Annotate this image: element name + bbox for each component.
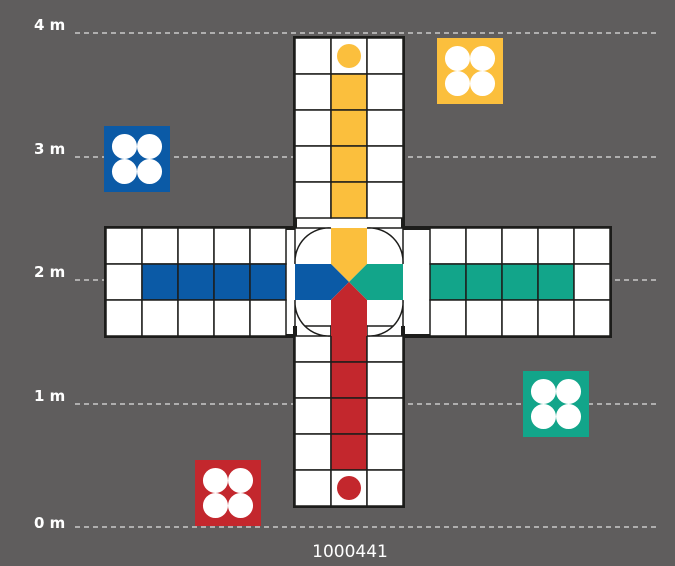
- track-square: [295, 110, 331, 146]
- track-square: [106, 228, 142, 264]
- scale-label-3m: 3 m: [34, 140, 65, 158]
- track-square: [295, 38, 331, 74]
- center-red-lane: [331, 300, 367, 336]
- track-square: [295, 398, 331, 434]
- track-square: [367, 146, 403, 182]
- die-pip: [556, 404, 581, 429]
- red-home-square: [331, 398, 367, 434]
- track-square: [466, 300, 502, 336]
- scale-label-4m: 4 m: [34, 16, 65, 34]
- red-home-square: [331, 434, 367, 470]
- track-square: [538, 228, 574, 264]
- die-pip: [137, 134, 162, 159]
- die-pip: [228, 493, 253, 518]
- die-pip: [203, 493, 228, 518]
- die-pip: [531, 379, 556, 404]
- blue-home-square: [178, 264, 214, 300]
- track-square: [295, 146, 331, 182]
- yellow-home-die: [437, 38, 503, 104]
- die-pip: [112, 159, 137, 184]
- track-square: [250, 228, 286, 264]
- green-home-square: [430, 264, 466, 300]
- green-home-square: [538, 264, 574, 300]
- track-square: [538, 300, 574, 336]
- yellow-home-square: [331, 74, 367, 110]
- track-square: [367, 74, 403, 110]
- track-square: [367, 362, 403, 398]
- red-die-face: [195, 460, 261, 526]
- scale-label-2m: 2 m: [34, 263, 65, 281]
- green-home-square: [466, 264, 502, 300]
- track-square: [367, 398, 403, 434]
- track-square: [367, 182, 403, 218]
- track-square: [295, 434, 331, 470]
- track-square: [250, 300, 286, 336]
- die-pip: [137, 159, 162, 184]
- die-pip: [228, 468, 253, 493]
- track-square: [295, 470, 331, 506]
- track-square: [574, 264, 610, 300]
- center-green-lane: [367, 264, 403, 300]
- yellow-start-dot: [337, 44, 361, 68]
- track-square: [466, 228, 502, 264]
- track-square: [367, 434, 403, 470]
- red-start-dot: [337, 476, 361, 500]
- blue-home-die: [104, 126, 170, 192]
- green-die-face: [523, 371, 589, 437]
- yellow-die-face: [437, 38, 503, 104]
- track-square: [367, 470, 403, 506]
- die-pip: [470, 46, 495, 71]
- die-pip: [556, 379, 581, 404]
- blue-home-square: [214, 264, 250, 300]
- die-pip: [445, 46, 470, 71]
- track-square: [367, 110, 403, 146]
- yellow-home-square: [331, 110, 367, 146]
- track-square: [214, 228, 250, 264]
- track-square: [430, 300, 466, 336]
- track-square: [178, 228, 214, 264]
- track-square: [367, 38, 403, 74]
- track-square: [574, 228, 610, 264]
- track-square: [214, 300, 250, 336]
- track-square: [502, 228, 538, 264]
- green-home-square: [502, 264, 538, 300]
- center-blue-lane: [295, 264, 331, 300]
- die-pip: [531, 404, 556, 429]
- center-yellow-lane: [331, 228, 367, 264]
- track-square: [142, 228, 178, 264]
- track-square: [574, 300, 610, 336]
- green-home-die: [523, 371, 589, 437]
- product-code: 1000441: [312, 542, 388, 562]
- blue-die-face: [104, 126, 170, 192]
- track-square: [106, 264, 142, 300]
- red-home-square: [331, 362, 367, 398]
- blue-home-square: [250, 264, 286, 300]
- die-pip: [203, 468, 228, 493]
- scale-label-1m: 1 m: [34, 387, 65, 405]
- track-square: [295, 182, 331, 218]
- track-square: [430, 228, 466, 264]
- yellow-home-square: [331, 182, 367, 218]
- yellow-home-square: [331, 146, 367, 182]
- track-square: [502, 300, 538, 336]
- blue-home-square: [142, 264, 178, 300]
- track-square: [142, 300, 178, 336]
- die-pip: [445, 71, 470, 96]
- track-square: [178, 300, 214, 336]
- track-square: [106, 300, 142, 336]
- scale-label-0m: 0 m: [34, 514, 65, 532]
- red-home-die: [195, 460, 261, 526]
- die-pip: [470, 71, 495, 96]
- die-pip: [112, 134, 137, 159]
- track-square: [295, 362, 331, 398]
- track-square: [295, 74, 331, 110]
